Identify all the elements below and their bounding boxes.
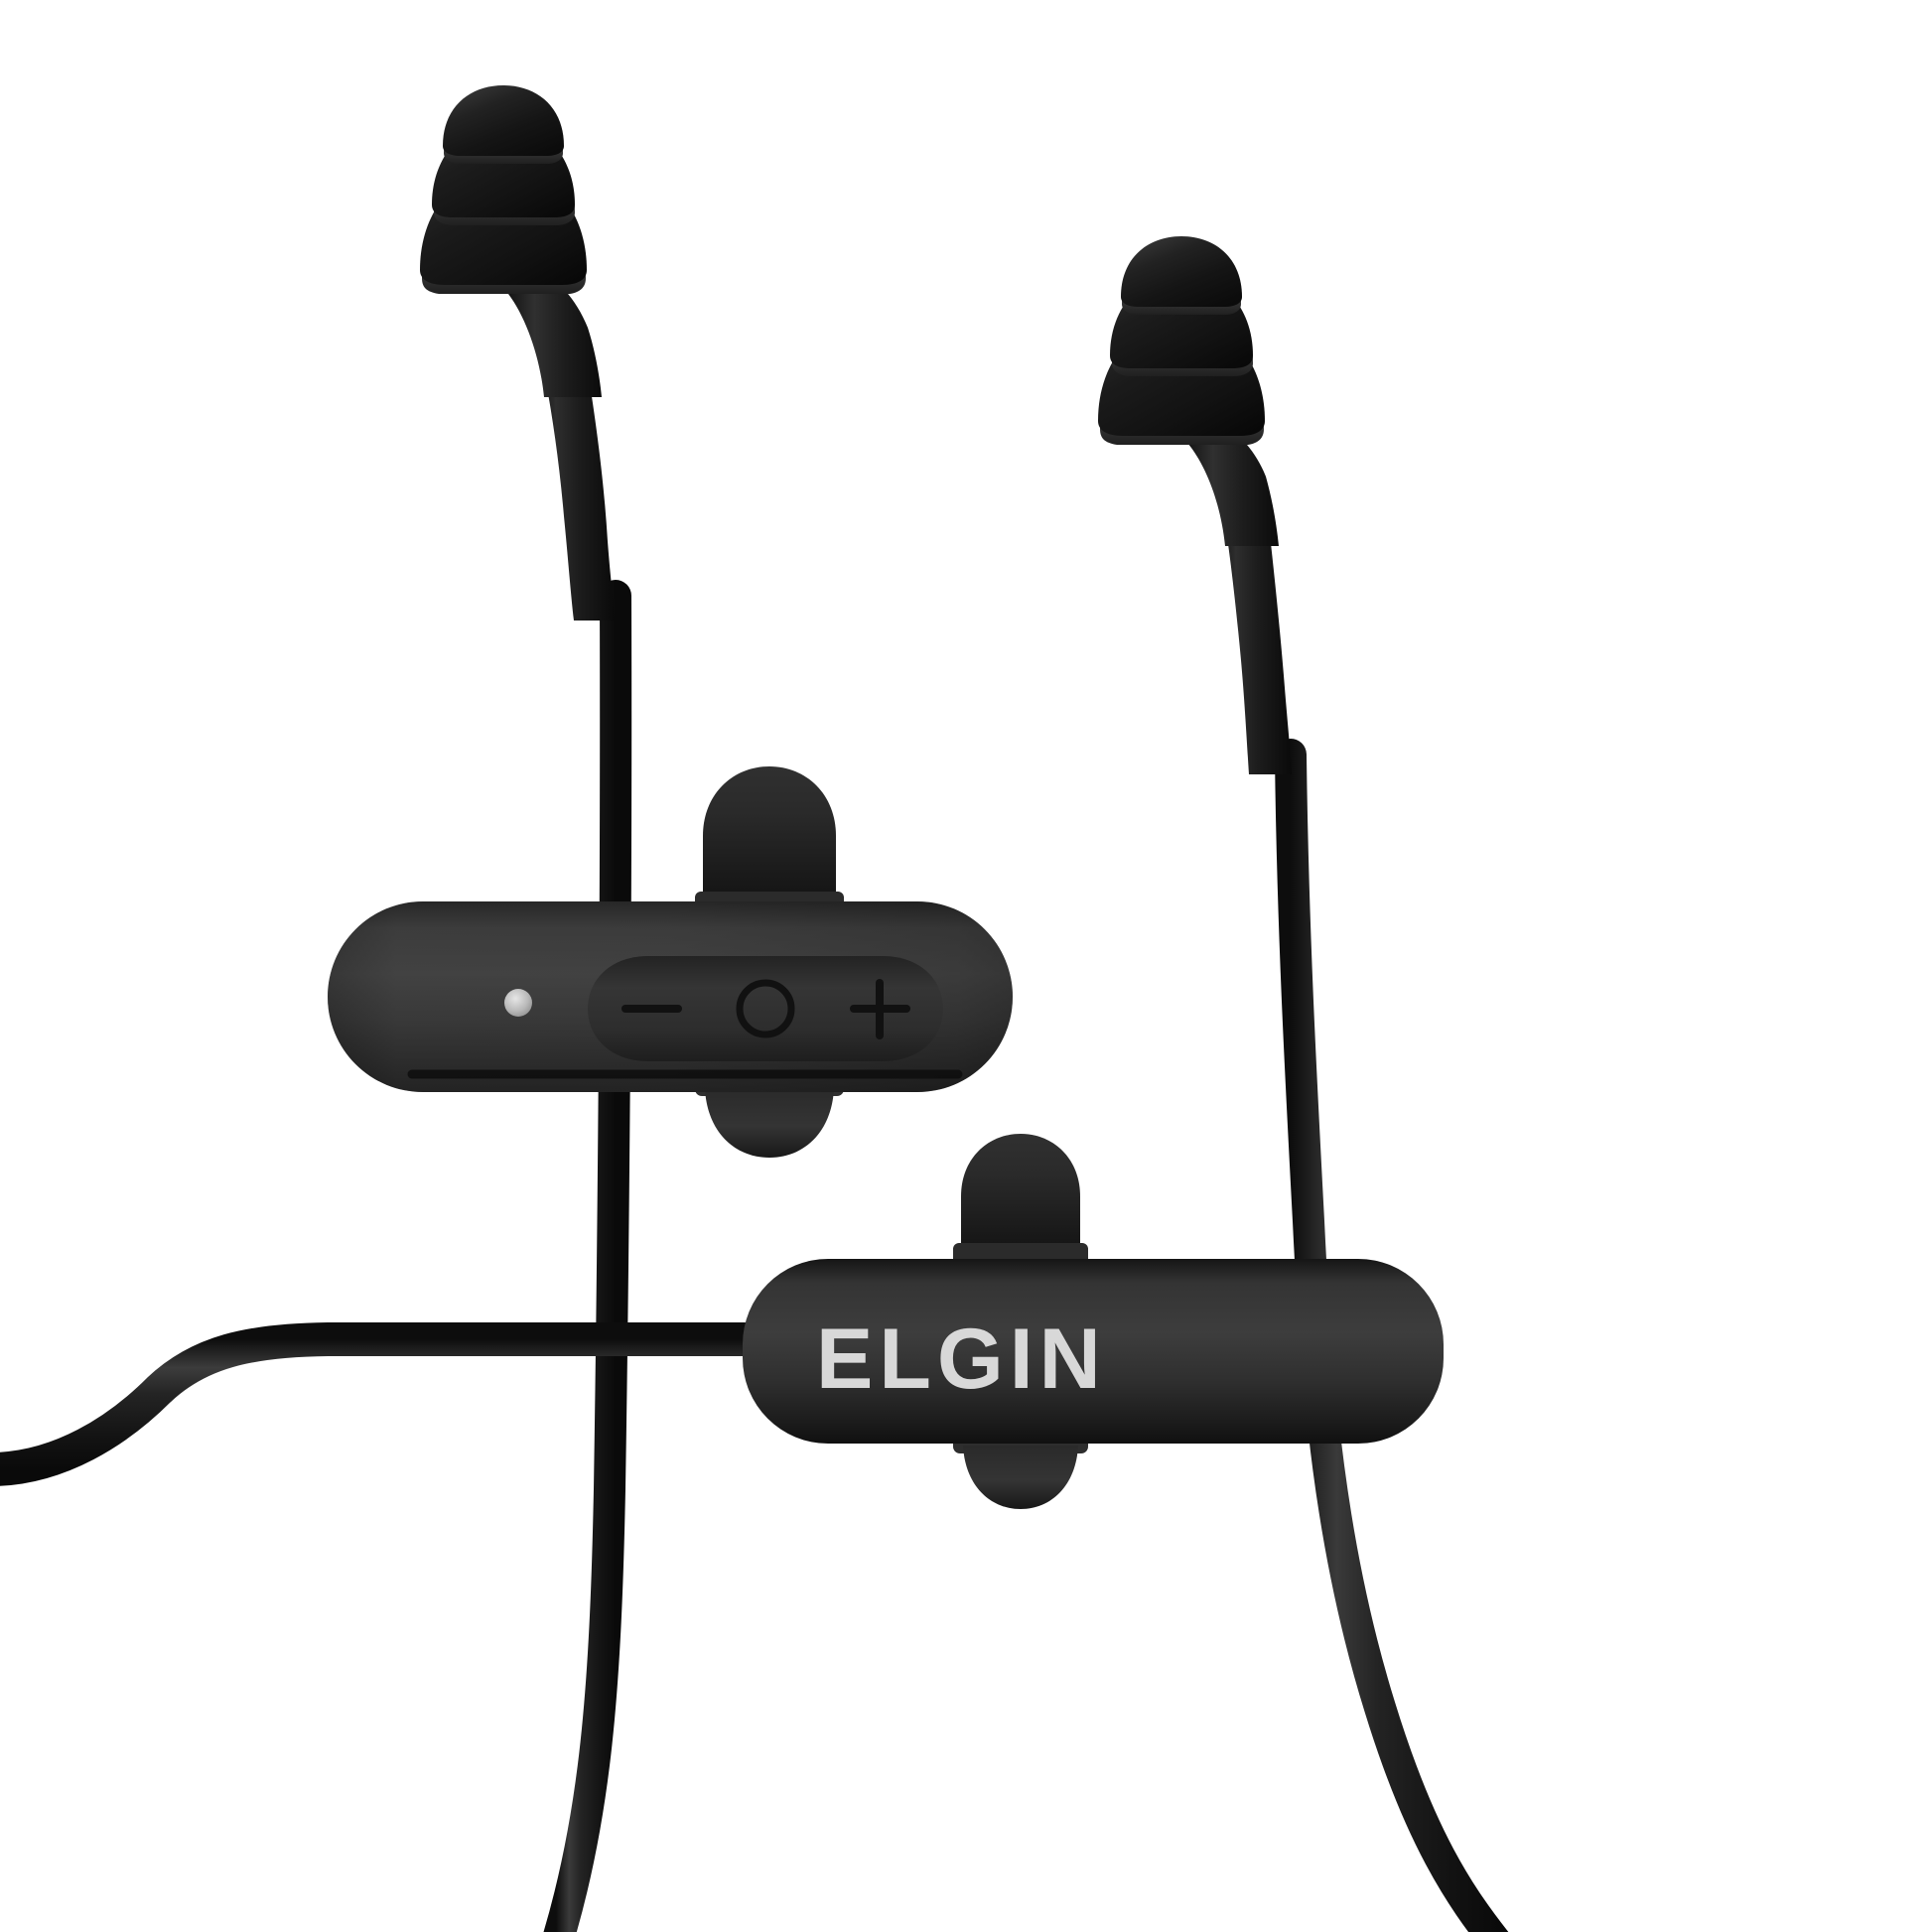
control-button-strip[interactable] [588, 956, 943, 1061]
multifunction-icon [736, 979, 795, 1038]
volume-up-icon [850, 979, 910, 1039]
left-earbud [420, 85, 615, 621]
control-module[interactable] [328, 766, 1013, 1158]
right-earbud-stem [1217, 475, 1292, 774]
battery-module-body[interactable] [743, 1259, 1444, 1444]
right-flange-top [1121, 236, 1242, 315]
status-led-icon [504, 989, 532, 1017]
right-earbud [1098, 236, 1292, 774]
multifunction-button[interactable] [709, 956, 822, 1061]
brand-label: ELGIN [816, 1311, 1107, 1407]
lower-cable-left [0, 1322, 781, 1486]
left-flange-top [443, 85, 564, 164]
right-earbud-nozzle [1187, 417, 1279, 546]
left-earbud-lead [543, 580, 632, 1932]
left-earbud-stem [536, 328, 615, 621]
left-earbud-nozzle [508, 266, 602, 397]
battery-module[interactable]: ELGIN [743, 1134, 1444, 1509]
